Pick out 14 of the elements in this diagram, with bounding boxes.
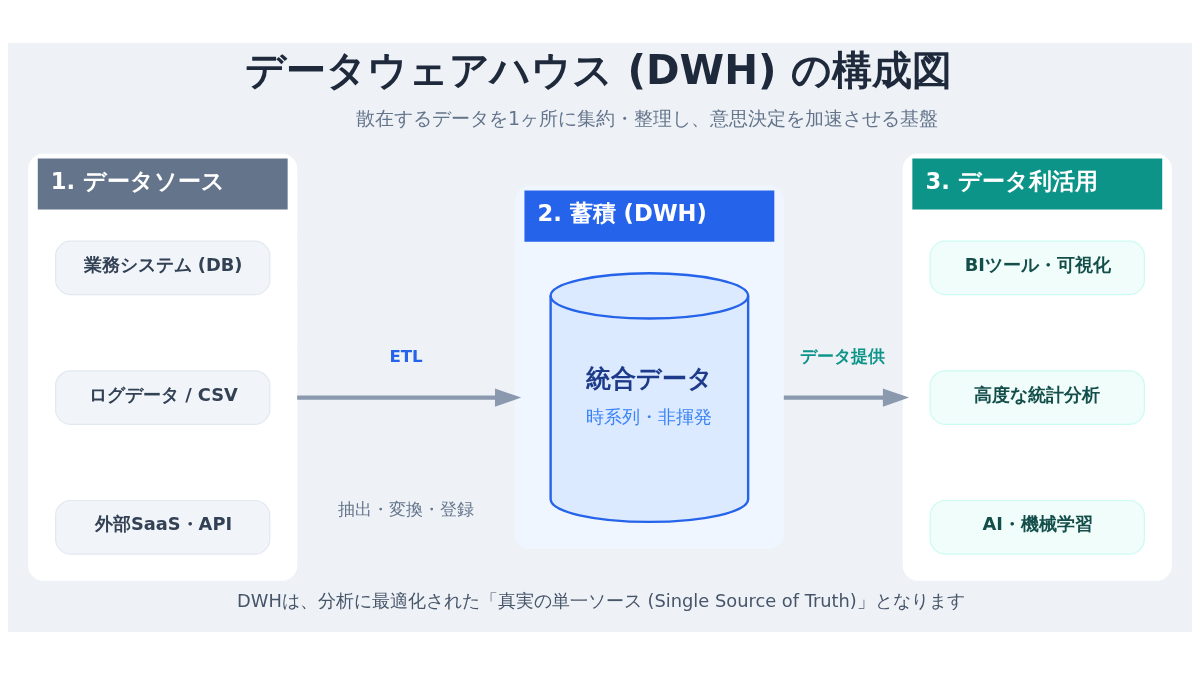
- caption: DWHは、分析に最適化された「真実の単一ソース (Single Source of Truth)」となります: [237, 590, 965, 612]
- label: 散在するデータを1ヶ所に集約・整理し、意思決定を加速させる基盤: [356, 106, 939, 129]
- node-box: 業務システム (DB): [55, 240, 271, 296]
- arrow: [297, 388, 522, 407]
- arrow: [783, 388, 910, 407]
- diagram-title: データウェアハウス (DWH) の構成図: [245, 45, 952, 94]
- node-box: 外部SaaS・API: [55, 499, 271, 555]
- node-box: ログデータ / CSV: [55, 370, 271, 425]
- label: 抽出・変換・登録: [337, 500, 474, 520]
- node-box: 高度な統計分析: [929, 370, 1145, 425]
- node-box: BIツール・可視化: [929, 240, 1145, 296]
- edge-label: ETL: [389, 346, 423, 366]
- node-box: AI・機械学習: [929, 499, 1145, 555]
- edge-label: データ提供: [800, 346, 886, 366]
